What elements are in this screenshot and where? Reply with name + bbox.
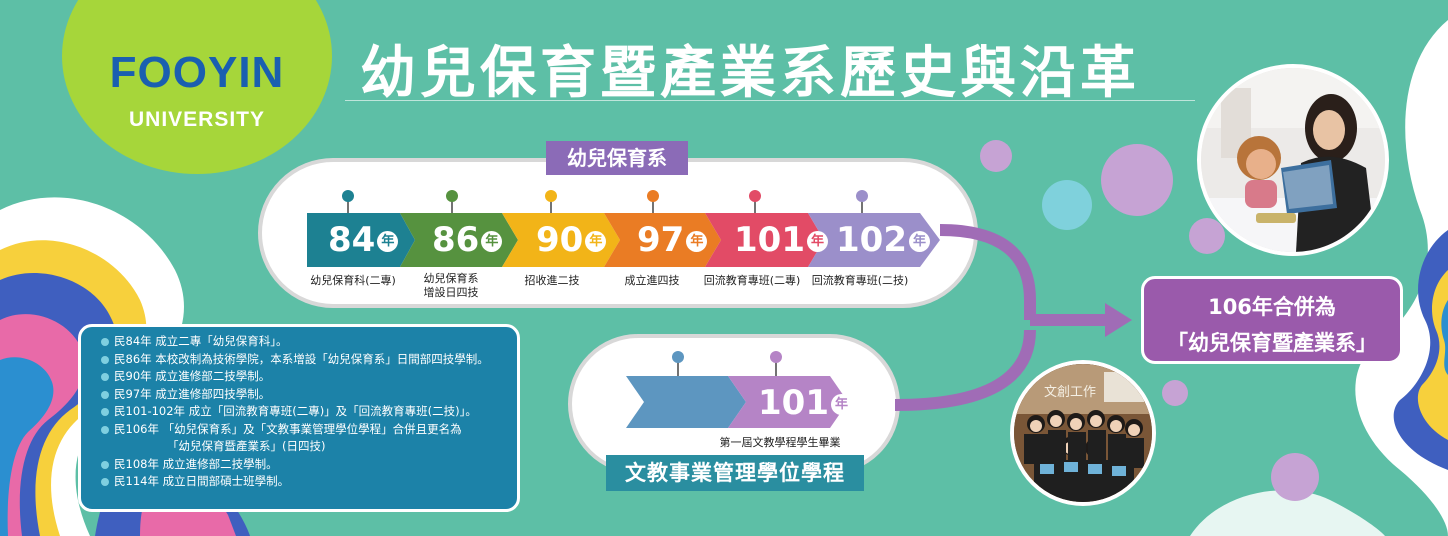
milestone-caption: 招收進二技 [524,274,580,287]
note-item: 民108年 成立進修部二技學制。 [101,456,507,474]
milestone-caption: 回流教育專班(二專) [703,274,801,287]
note-item: 民101-102年 成立「回流教育專班(二專)」及「回流教育專班(二技)」。 [101,403,507,421]
note-item: 民86年 本校改制為技術學院，本系增設「幼兒保育系」日間部四技學制。 [101,351,507,369]
milestone-caption: 幼兒保育科(二專) [310,274,396,287]
milestone-caption: 幼兒保育系 增設日四技 [423,272,479,299]
note-item: 民106年 「幼兒保育系」及「文教事業管理學位學程」合併且更名為 [101,421,507,439]
note-item: 民90年 成立進修部二技學制。 [101,368,507,386]
logo-text: FOOYIN [109,48,285,97]
photo-teacher-reading [1197,64,1389,256]
logo-subtext: UNIVERSITY [128,108,266,131]
year-badge: 年 [585,231,607,252]
year-badge: 年 [806,231,828,252]
year-badge: 年 [686,231,708,252]
section-label-culture-program: 文教事業管理學位學程 [606,455,864,491]
merge-announcement: 106年合併為 「幼兒保育暨產業系」 [1141,276,1403,364]
photo-graduates-group: 文創工作 [1010,360,1156,506]
note-item: 民84年 成立二專「幼兒保育科」。 [101,333,507,351]
note-item: 民114年 成立日間部碩士班學制。 [101,473,507,491]
photo-illustration [1201,68,1385,252]
year-badge: 年 [377,231,399,252]
photo-sign-text: 文創工作 [1044,385,1096,400]
photo-illustration: 文創工作 [1014,364,1152,502]
title-divider [345,100,1195,101]
merge-line2: 「幼兒保育暨產業系」 [1167,331,1377,355]
history-notes: 民84年 成立二專「幼兒保育科」。 民86年 本校改制為技術學院，本系增設「幼兒… [78,324,520,512]
note-item: 民97年 成立進修部四技學制。 [101,386,507,404]
milestone-caption: 第一屆文教學程學生畢業 [719,436,841,449]
year-badge: 年 [908,231,930,252]
milestone-caption: 回流教育專班(二技) [811,274,909,287]
merge-line1: 106年合併為 [1208,295,1336,319]
note-item-continued: 「幼兒保育暨產業系」(日四技) [167,439,326,453]
milestone-caption: 成立進四技 [624,274,680,287]
section-label-childcare: 幼兒保育系 [546,141,688,175]
year-badge: 年 [830,394,852,415]
year-badge: 年 [481,231,503,252]
page-title: 幼兒保育暨產業系歷史與沿革 [360,41,1140,106]
